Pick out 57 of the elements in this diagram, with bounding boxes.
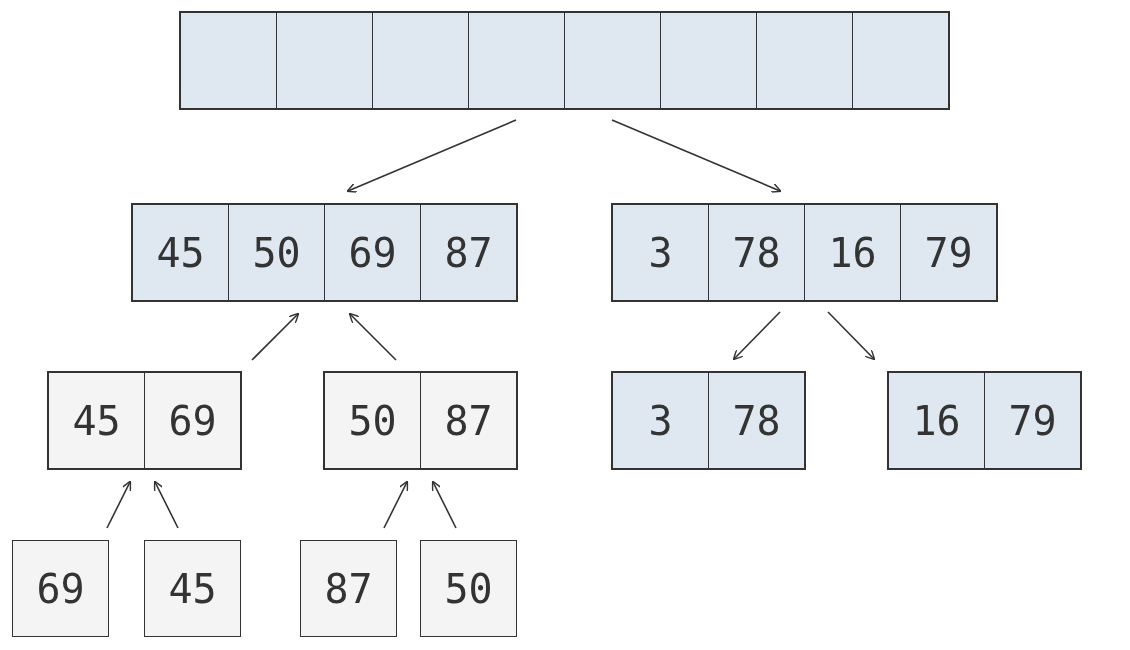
cell-value: 87 bbox=[444, 232, 493, 273]
array-cell bbox=[420, 540, 517, 637]
arrow bbox=[106, 480, 132, 529]
array-frame bbox=[324, 372, 517, 469]
array-cell bbox=[228, 204, 325, 301]
array-cell bbox=[900, 204, 997, 301]
cell-value: 45 bbox=[156, 232, 205, 273]
cell-value: 69 bbox=[36, 568, 85, 609]
array-cell bbox=[420, 204, 517, 301]
cell-value: 78 bbox=[732, 232, 781, 273]
array-cell bbox=[144, 540, 241, 637]
arrow bbox=[732, 311, 781, 361]
array-cell bbox=[984, 372, 1081, 469]
cell-value: 78 bbox=[732, 400, 781, 441]
array-cell bbox=[144, 372, 241, 469]
cell-value: 79 bbox=[924, 232, 973, 273]
arrow bbox=[383, 480, 409, 529]
array-frame bbox=[612, 204, 997, 301]
cell-value: 69 bbox=[168, 400, 217, 441]
arrow bbox=[348, 312, 397, 361]
cell-value: 45 bbox=[72, 400, 121, 441]
cell-value: 16 bbox=[912, 400, 961, 441]
cell-value: 16 bbox=[828, 232, 877, 273]
array-frame bbox=[612, 372, 805, 469]
array-cell bbox=[708, 372, 805, 469]
array-cell bbox=[888, 372, 985, 469]
arrow bbox=[431, 480, 457, 529]
array-cell bbox=[420, 372, 517, 469]
array-cell bbox=[708, 204, 805, 301]
arrow bbox=[346, 119, 517, 193]
array-frame bbox=[180, 12, 949, 109]
cell-value: 3 bbox=[648, 232, 673, 273]
cell-value: 69 bbox=[348, 232, 397, 273]
cell-value: 50 bbox=[252, 232, 301, 273]
array-frame bbox=[888, 372, 1081, 469]
arrow bbox=[153, 480, 179, 529]
cell-value: 79 bbox=[1008, 400, 1057, 441]
cell-value: 45 bbox=[168, 568, 217, 609]
array-cell bbox=[804, 204, 901, 301]
array-cell bbox=[324, 204, 421, 301]
array-frame bbox=[132, 204, 517, 301]
cell-value: 50 bbox=[444, 568, 493, 609]
array-cell bbox=[300, 540, 397, 637]
array-cell bbox=[612, 372, 709, 469]
array-cell bbox=[132, 204, 229, 301]
arrow bbox=[827, 311, 876, 361]
cell-value: 87 bbox=[324, 568, 373, 609]
array-cell bbox=[612, 204, 709, 301]
arrow bbox=[251, 312, 300, 361]
array-cell bbox=[48, 372, 145, 469]
array-cell bbox=[12, 540, 109, 637]
arrow bbox=[611, 119, 782, 193]
array-frame bbox=[48, 372, 241, 469]
cell-value: 87 bbox=[444, 400, 493, 441]
array-cell bbox=[324, 372, 421, 469]
cell-value: 3 bbox=[648, 400, 673, 441]
cell-value: 50 bbox=[348, 400, 397, 441]
